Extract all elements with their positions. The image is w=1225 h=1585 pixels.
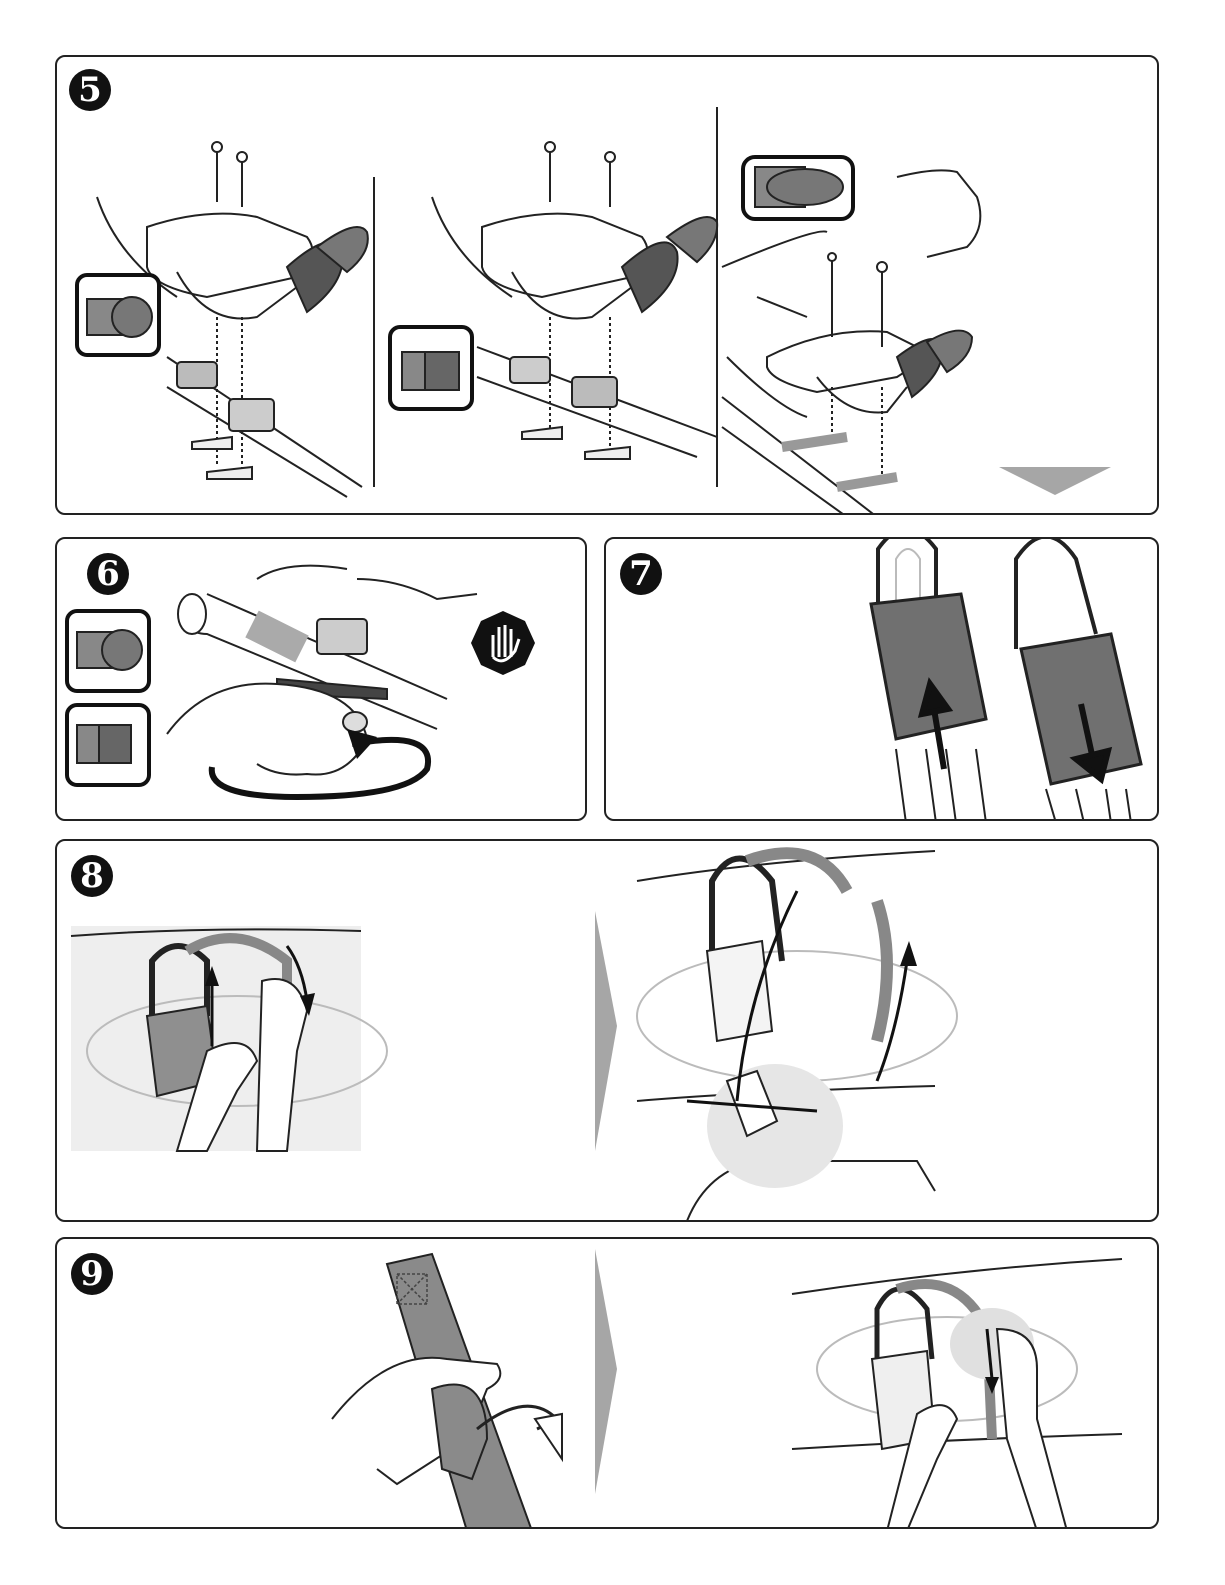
- round-tube-icon: [67, 611, 149, 691]
- step-6-illustration: [57, 539, 587, 821]
- step-5-illustration: [57, 57, 1159, 515]
- next-arrow-icon: [595, 911, 617, 1151]
- mount-assembly-square: [432, 142, 717, 459]
- step-7-panel: 7: [604, 537, 1159, 821]
- step-5-panel: 5: [55, 55, 1159, 515]
- round-tube-inset: [77, 275, 159, 355]
- next-arrow-icon: [595, 1249, 617, 1494]
- step-8-panel: 8: [55, 839, 1159, 1222]
- pad: [707, 941, 772, 1041]
- step-8-illustration: [57, 841, 1159, 1222]
- step-9-illustration: [57, 1239, 1159, 1529]
- step-6-panel: 6: [55, 537, 587, 821]
- triangle-arrow-icon: [999, 467, 1111, 495]
- step-7-illustration: [606, 539, 1159, 821]
- square-tube-inset: [390, 327, 472, 409]
- step-9-panel: 9: [55, 1237, 1159, 1529]
- square-tube-icon: [67, 705, 149, 785]
- bar-end-inset: [743, 157, 853, 219]
- mount-assembly-bar: [722, 170, 980, 515]
- stop-hand-icon: [471, 611, 535, 675]
- pad-left: [871, 594, 986, 739]
